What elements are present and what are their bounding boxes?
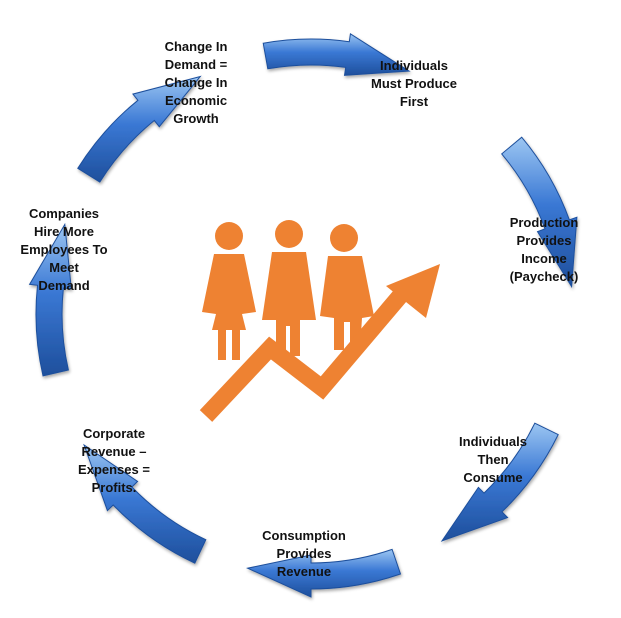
step-label-line: Employees To — [20, 242, 108, 257]
curved-blue-arrow-icon — [77, 75, 202, 183]
step-label-line: Must Produce — [371, 76, 457, 91]
step-label-line: Growth — [173, 111, 219, 126]
step-label-line: (Paycheck) — [509, 269, 579, 284]
curved-blue-arrow-icon — [262, 32, 411, 76]
step-label-line: Economic — [164, 93, 228, 108]
step-label-line: Demand = — [164, 57, 228, 72]
step-label-line: Companies — [28, 206, 100, 221]
step-label-line: Then — [477, 452, 509, 467]
step-label-line: Corporate — [82, 426, 146, 441]
step-label-line: Demand — [38, 278, 90, 293]
step-label-line: Income — [521, 251, 567, 266]
step-label-line: Provides — [276, 546, 332, 561]
curved-blue-arrow-icon — [500, 136, 578, 289]
step-label-line: Individuals — [459, 434, 527, 449]
step-label-line: Provides — [516, 233, 572, 248]
curved-blue-arrow-icon — [28, 222, 72, 377]
step-label-line: Expenses = — [78, 462, 150, 477]
curved-blue-arrow-icon — [83, 443, 207, 564]
curved-blue-arrow-icon — [246, 548, 402, 598]
curved-blue-arrow-icon — [440, 422, 559, 542]
people-growth-arrow-icon — [199, 220, 440, 422]
step-label-line: Profits. — [91, 480, 137, 495]
cycle-arrows — [28, 32, 578, 598]
step-label-line: Individuals — [380, 58, 448, 73]
step-label-line: Hire More — [34, 224, 94, 239]
step-label-line: Consumption — [262, 528, 346, 543]
step-label-line: Change In — [164, 75, 228, 90]
step-label-line: Revenue – — [81, 444, 147, 459]
step-label-line: Change In — [164, 39, 228, 54]
step-label-line: Production — [509, 215, 579, 230]
step-label-line: Meet — [49, 260, 79, 275]
step-label-line: Revenue — [276, 564, 332, 579]
step-label-line: Consume — [463, 470, 523, 485]
step-label-line: First — [399, 94, 429, 109]
